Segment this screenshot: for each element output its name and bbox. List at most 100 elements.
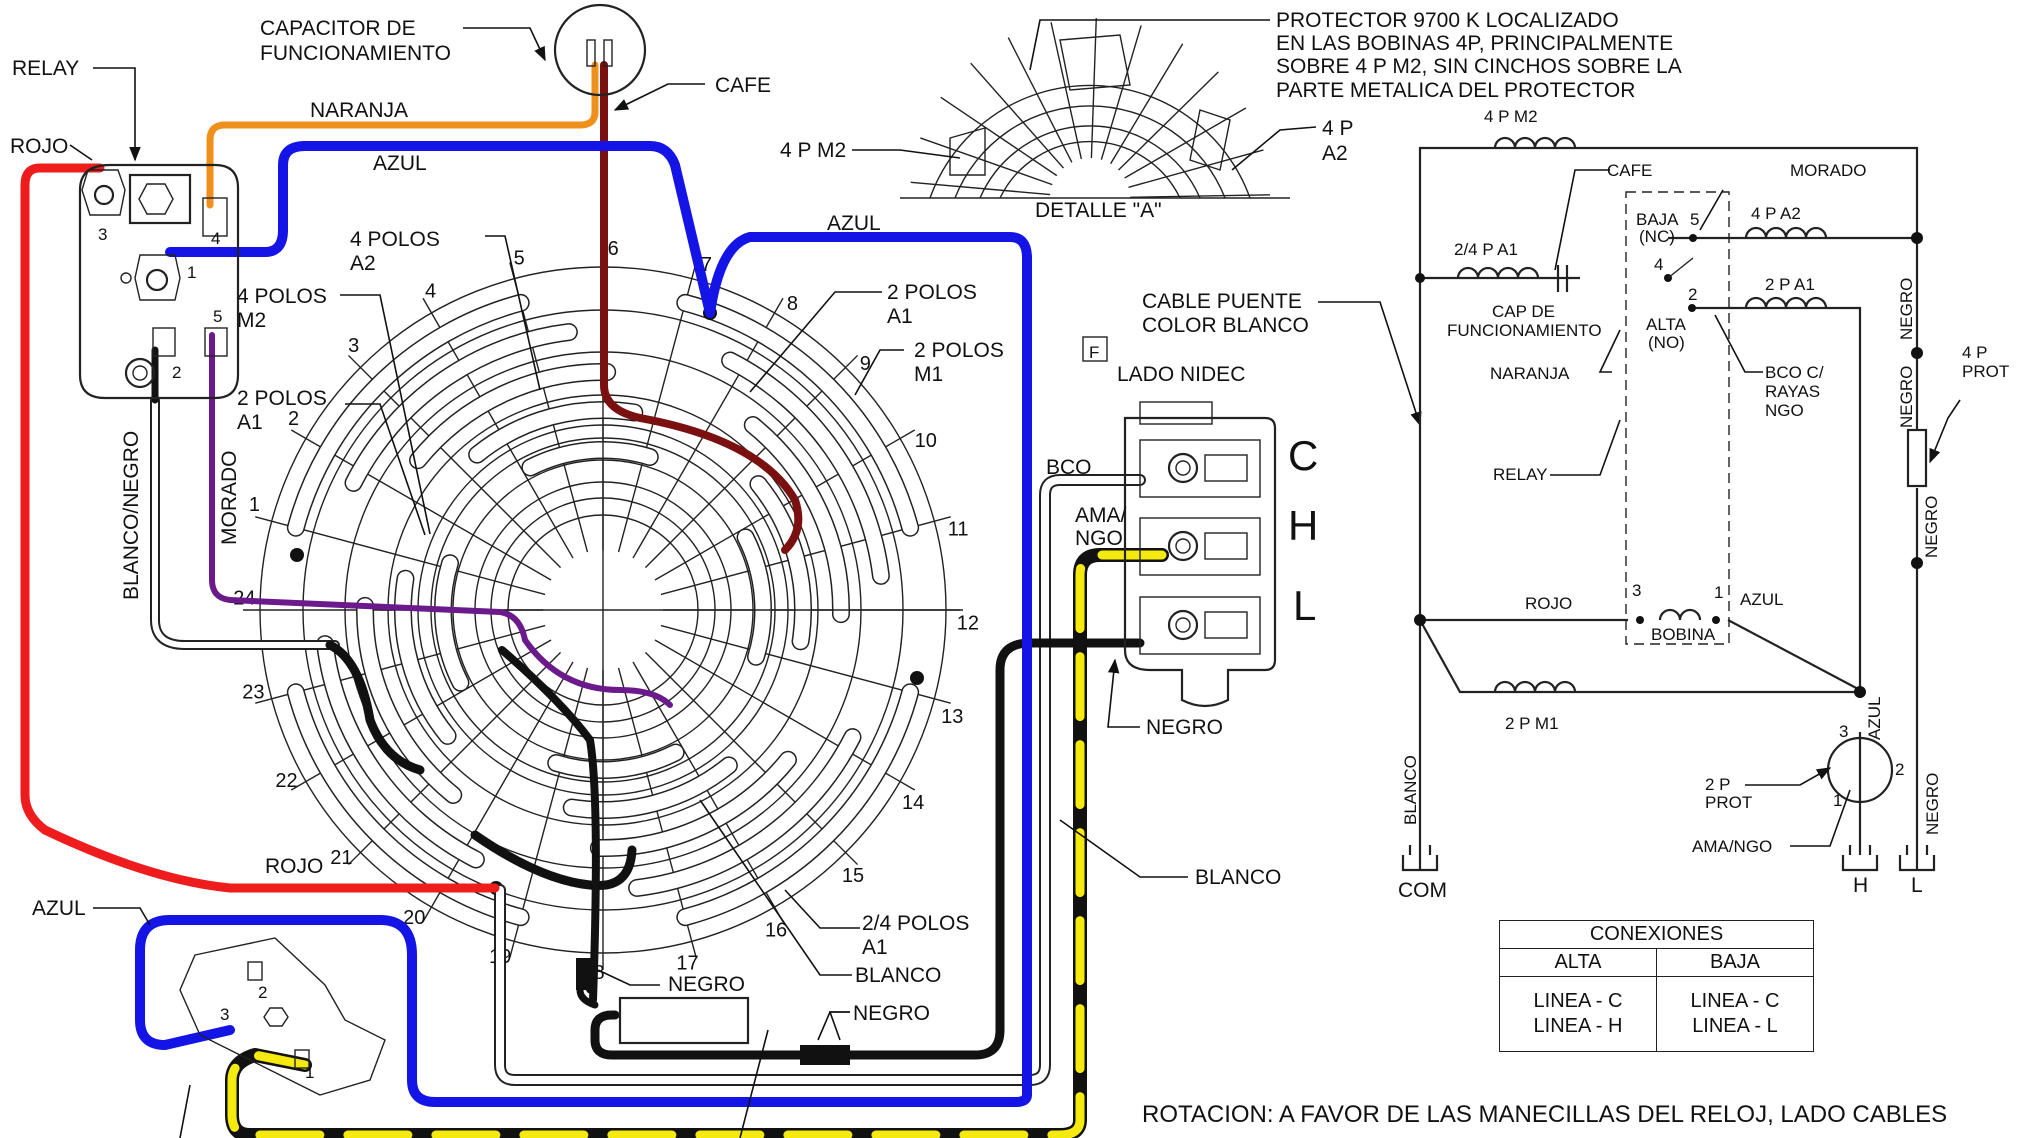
sch-cafe: CAFE [1607,161,1652,180]
sch-negro-low: NEGRO [1922,496,1941,558]
sch-pin4: 4 [1654,255,1663,274]
sch-relay: RELAY [1493,465,1548,484]
label-rojo-top: ROJO [10,135,68,158]
sch-prot-pin2: 2 [1895,760,1904,779]
slot-number: 17 [676,953,698,975]
relay-terminal-5: 5 [213,307,222,326]
detail-tooth [940,96,1058,177]
sch-pin5: 5 [1690,210,1699,229]
rojo-wire [20,163,500,893]
col-alta: ALTA [1499,948,1657,977]
relay-terminal-1: 1 [187,263,196,282]
sch-bco-1: BCO C/ [1765,363,1824,382]
sch-azul-vertical: AZUL [1865,697,1884,740]
label-lado-nidec: LADO NIDEC [1117,363,1245,386]
coil-outline [346,324,577,491]
label-cable-puente-1: CABLE PUENTE [1142,290,1302,313]
label-ama-ngo-1: AMA/ [1075,504,1127,527]
label-blanco-negro: BLANCO/NEGRO [120,431,143,600]
sch-2p-m1: 2 P M1 [1505,714,1559,733]
slot-number: 5 [514,247,525,269]
sch-bobina: BOBINA [1651,625,1716,644]
terminal-c: C [1288,432,1318,479]
label-azul-bottom: AZUL [32,897,86,920]
detail-tooth [1050,22,1083,160]
detail-tooth [1100,25,1142,160]
coil-outline [435,555,468,691]
label-4p-a2-detail-1: 4 P [1322,117,1354,140]
sch-4p-prot-2: PROT [1962,362,2009,381]
slot-number: 3 [348,335,359,357]
slot-number: 23 [242,681,264,703]
label-2polos-a1-left-2: A1 [237,411,263,434]
sch-negro-top: NEGRO [1897,278,1916,340]
sch-2p-a1: 2 P A1 [1765,275,1815,294]
conexiones-table: CONEXIONES ALTA BAJA LINEA - C LINEA - H… [1499,920,1814,1052]
label-2polos-a1-right-2: A1 [887,305,913,328]
azul-wire-top [135,141,1032,1107]
slot-number: 14 [902,792,924,814]
label-capacitor-2: FUNCIONAMIENTO [260,42,451,65]
sch-cap-1: CAP DE [1492,302,1555,321]
sch-pin2: 2 [1688,285,1697,304]
coil-outline [357,598,461,803]
label-protector-4: PARTE METALICA DEL PROTECTOR [1276,79,1635,102]
label-relay: RELAY [12,57,79,80]
coil-outline [677,295,918,536]
protector-pin-3: 3 [220,1005,229,1024]
label-rotacion: ROTACION: A FAVOR DE LAS MANECILLAS DEL … [1142,1101,1947,1128]
slot-number: 16 [765,920,787,942]
label-blanco-right: BLANCO [1195,866,1281,889]
relay-terminal-2: 2 [172,363,181,382]
detail-tooth [920,137,1053,186]
junction-box [618,996,750,1045]
slot-number: 11 [948,519,969,541]
cafe-wire [600,61,803,554]
coil-outline [738,529,771,665]
label-blanco-stator: BLANCO [855,964,941,987]
relay-terminal-4: 4 [211,229,220,248]
label-4polos-m2-2: M2 [237,309,266,332]
label-detalle: DETALLE "A" [1035,199,1162,222]
sch-pin1: 1 [1714,583,1723,602]
coil-outline [750,476,811,649]
sch-prot-pin1: 1 [1833,791,1842,810]
protector-2p: 3 2 1 [179,937,386,1096]
label-morado: MORADO [218,451,241,546]
capacitor [553,3,647,97]
label-azul-right: AZUL [827,212,881,235]
label-2-4polos-a1-2: A1 [862,936,888,959]
label-2polos-m1-2: M1 [914,363,943,386]
schematic [1401,136,1961,872]
alta-cell: LINEA - C LINEA - H [1499,976,1657,1052]
sch-ama-ngo: AMA/NGO [1692,837,1772,856]
terminal-l: L [1293,582,1316,629]
sch-4p-a2: 4 P A2 [1751,204,1801,223]
label-cable-puente-2: COLOR BLANCO [1142,314,1309,337]
sch-alta-1: ALTA [1646,315,1687,334]
label-4polos-a2-2: A2 [350,252,376,275]
sch-2p-prot-1: 2 P [1705,775,1731,794]
slot-number: 7 [701,254,712,276]
protector-pin-1: 1 [305,1063,314,1082]
label-4polos-a2-1: 4 POLOS [350,228,440,251]
detail-tooth [1128,149,1264,188]
sch-2p-prot-2: PROT [1705,793,1752,812]
label-2polos-a1-right-1: 2 POLOS [887,281,977,304]
coil-outline [395,571,456,744]
detail-tooth [910,181,1051,196]
label-2polos-a1-left-1: 2 POLOS [237,387,327,410]
sch-morado: MORADO [1790,161,1867,180]
label-protector-2: EN LAS BOBINAS 4P, PRINCIPALMENTE [1276,32,1673,55]
detalle-a [900,18,1290,199]
label-ref-f: F [1089,343,1099,362]
sch-alta-2: (NO) [1648,333,1685,352]
slot-number: 20 [403,907,425,929]
morado-wire [209,332,673,708]
detail-tooth [1118,71,1219,171]
protector-pin-2: 2 [258,983,267,1002]
terminal-h: H [1288,502,1318,549]
label-4p-m2-detail: 4 P M2 [780,139,846,162]
